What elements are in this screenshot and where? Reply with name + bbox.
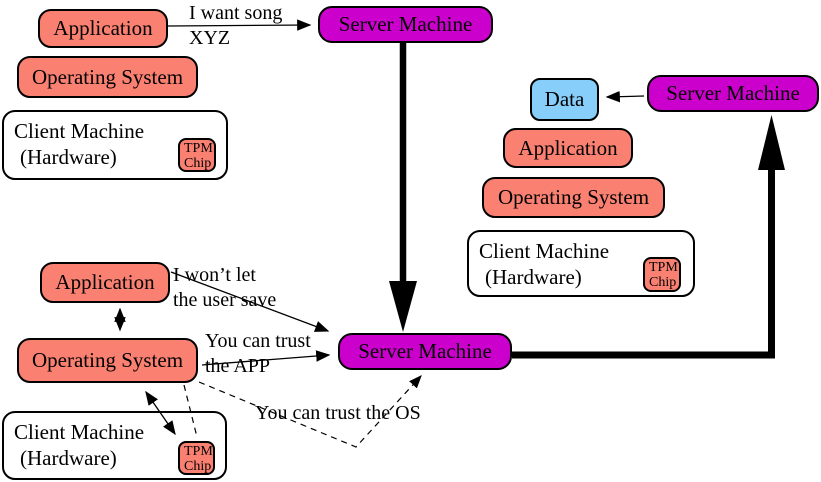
server-machine-node-right: Server Machine xyxy=(647,75,819,112)
trust-os-dashed-arrow xyxy=(198,375,422,448)
tpm-chip-node-top-left: TPM Chip xyxy=(178,138,216,172)
application-label-right: Application xyxy=(518,135,618,160)
wont-let-line2: the user save xyxy=(173,289,277,311)
data-node: Data xyxy=(530,78,599,121)
application-label-bottom-left: Application xyxy=(55,270,155,294)
application-node-top-left: Application xyxy=(38,9,168,48)
wont-let-user-save-label: I won’t let the user save xyxy=(173,263,276,313)
chip-label-top-left: Chip xyxy=(184,156,212,171)
hardware-label-right: (Hardware) xyxy=(485,265,582,289)
client-machine-label-bottom-left: Client Machine xyxy=(14,420,145,444)
data-label: Data xyxy=(544,87,585,111)
trust-app-line1: You can trust xyxy=(205,330,311,352)
operating-system-label-right: Operating System xyxy=(497,185,650,209)
trust-os-label: You can trust the OS xyxy=(255,402,421,424)
tpm-label-bottom-left: TPM xyxy=(184,444,213,459)
os-tpm-double-arrow xyxy=(145,390,176,436)
server-machine-node-top: Server Machine xyxy=(318,6,493,43)
hardware-label-bottom-left: (Hardware) xyxy=(20,446,117,470)
client-machine-label-right: Client Machine xyxy=(479,239,610,263)
server-machine-label-top: Server Machine xyxy=(338,12,473,36)
song-request-label: I want song XYZ xyxy=(189,1,282,51)
tpm-label-right: TPM xyxy=(649,260,678,275)
server-to-data-arrow xyxy=(605,90,645,103)
application-node-right: Application xyxy=(503,128,633,168)
chip-label-right: Chip xyxy=(649,275,677,290)
server-top-to-middle-thick-arrowhead xyxy=(389,281,417,332)
chip-label-bottom-left: Chip xyxy=(184,459,212,474)
trust-app-arrow xyxy=(201,350,331,366)
os-tpm-dashed-line xyxy=(183,384,198,438)
wont-let-arrow xyxy=(170,271,330,332)
server-machine-label-middle: Server Machine xyxy=(358,339,492,363)
operating-system-node-bottom-left: Operating System xyxy=(17,338,198,383)
song-request-line1: I want song xyxy=(189,2,283,24)
tpm-chip-node-bottom-left: TPM Chip xyxy=(178,441,215,475)
hardware-label-top-left: (Hardware) xyxy=(20,145,117,169)
operating-system-label-bottom-left: Operating System xyxy=(31,348,184,372)
application-label-top-left: Application xyxy=(53,16,153,40)
tpm-label-top-left: TPM xyxy=(184,141,213,156)
server-machine-node-middle: Server Machine xyxy=(338,333,512,370)
application-node-bottom-left: Application xyxy=(40,262,170,303)
tpm-chip-node-right: TPM Chip xyxy=(643,257,681,292)
server-middle-to-right-thick-arrow-stem xyxy=(512,168,775,359)
server-machine-label-right: Server Machine xyxy=(666,81,800,105)
trust-app-line2: the APP xyxy=(205,355,271,377)
server-middle-to-right-thick-arrowhead xyxy=(758,115,785,170)
operating-system-node-top-left: Operating System xyxy=(17,56,198,98)
song-request-arrow xyxy=(167,19,312,31)
client-machine-label-top-left: Client Machine xyxy=(14,119,145,143)
trust-app-label: You can trust the APP xyxy=(205,329,311,379)
song-request-line2: XYZ xyxy=(189,27,231,49)
operating-system-node-right: Operating System xyxy=(482,177,665,218)
operating-system-label-top-left: Operating System xyxy=(31,64,184,89)
wont-let-line1: I won’t let xyxy=(173,264,256,286)
